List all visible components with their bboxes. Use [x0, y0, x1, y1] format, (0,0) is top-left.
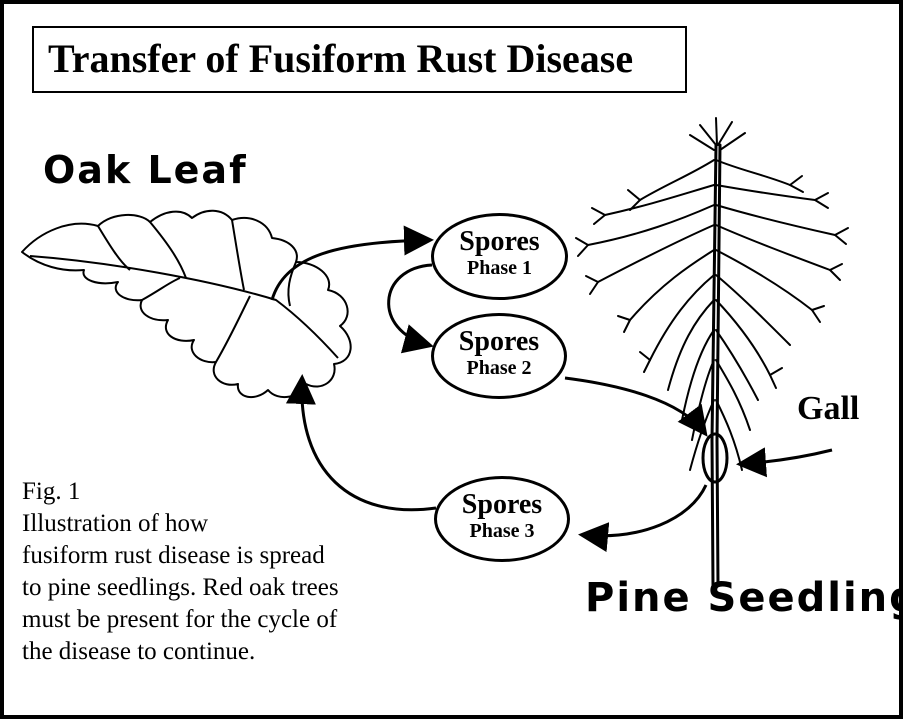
page-title: Transfer of Fusiform Rust Disease	[32, 26, 687, 93]
spores-phase: Phase 2	[434, 357, 564, 379]
spores-title: Spores	[437, 490, 567, 520]
pine-seedling-icon	[576, 118, 848, 585]
oak-leaf-label: Oak Leaf	[43, 148, 248, 192]
figure-caption: Fig. 1 Illustration of how fusiform rust…	[22, 476, 382, 668]
caption-line: Fig. 1	[22, 476, 382, 508]
spores-phase: Phase 1	[434, 257, 565, 279]
spores-title: Spores	[434, 327, 564, 357]
spores-phase-3-node: Spores Phase 3	[434, 476, 570, 562]
spores-title: Spores	[434, 227, 565, 257]
caption-line: fusiform rust disease is spread	[22, 540, 382, 572]
spores-phase: Phase 3	[437, 520, 567, 542]
spores-phase-2-node: Spores Phase 2	[431, 313, 567, 399]
caption-line: to pine seedlings. Red oak trees	[22, 572, 382, 604]
gall-label: Gall	[797, 390, 859, 428]
caption-line: the disease to continue.	[22, 636, 382, 668]
caption-line: must be present for the cycle of	[22, 604, 382, 636]
oak-leaf-icon	[22, 211, 351, 397]
pine-seedling-label: Pine Seedling	[585, 575, 903, 621]
caption-line: Illustration of how	[22, 508, 382, 540]
spores-phase-1-node: Spores Phase 1	[431, 213, 568, 300]
